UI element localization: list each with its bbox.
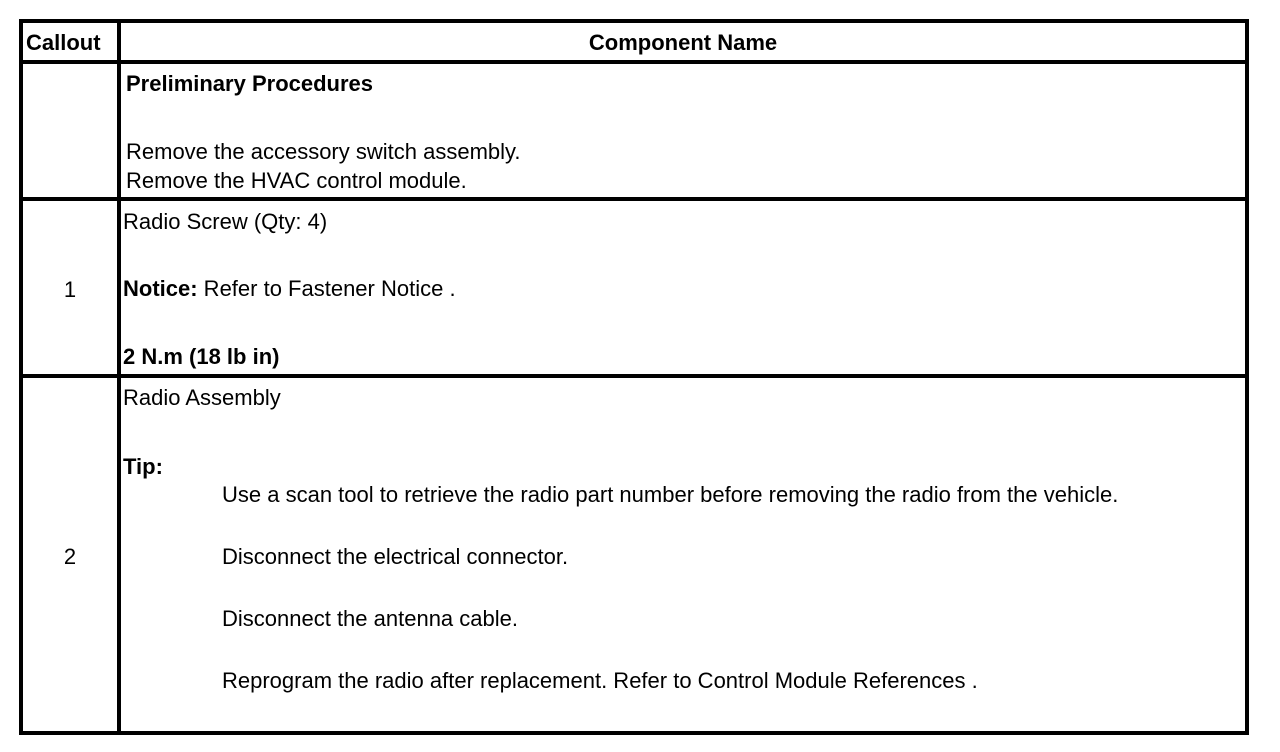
tip-step: Reprogram the radio after replacement. R… bbox=[222, 668, 978, 693]
header-component-name: Component Name bbox=[588, 30, 778, 55]
component-name: Radio Assembly bbox=[123, 385, 281, 410]
tip-step: Use a scan tool to retrieve the radio pa… bbox=[222, 482, 1119, 507]
callout-number: 2 bbox=[63, 544, 77, 569]
torque-spec: 2 N.m (18 lb in) bbox=[123, 344, 280, 369]
notice-line: Notice: Refer to Fastener Notice . bbox=[123, 276, 456, 302]
tip-label: Tip: bbox=[123, 454, 163, 479]
notice-text: Refer to Fastener Notice . bbox=[197, 276, 456, 301]
notice-label: Notice: bbox=[123, 276, 198, 301]
procedure-table: Callout Component Name Preliminary Proce… bbox=[19, 19, 1249, 735]
tip-step: Disconnect the antenna cable. bbox=[222, 606, 518, 631]
row-divider-1 bbox=[23, 374, 1245, 378]
component-name: Radio Screw (Qty: 4) bbox=[123, 209, 328, 234]
row-divider-preliminary bbox=[23, 197, 1245, 201]
preliminary-step: Remove the accessory switch assembly. bbox=[126, 139, 521, 164]
header-divider bbox=[23, 60, 1245, 64]
callout-number: 1 bbox=[63, 277, 77, 302]
header-callout: Callout bbox=[26, 30, 101, 55]
preliminary-title: Preliminary Procedures bbox=[126, 71, 374, 96]
preliminary-step: Remove the HVAC control module. bbox=[126, 168, 467, 193]
tip-step: Disconnect the electrical connector. bbox=[222, 544, 569, 569]
